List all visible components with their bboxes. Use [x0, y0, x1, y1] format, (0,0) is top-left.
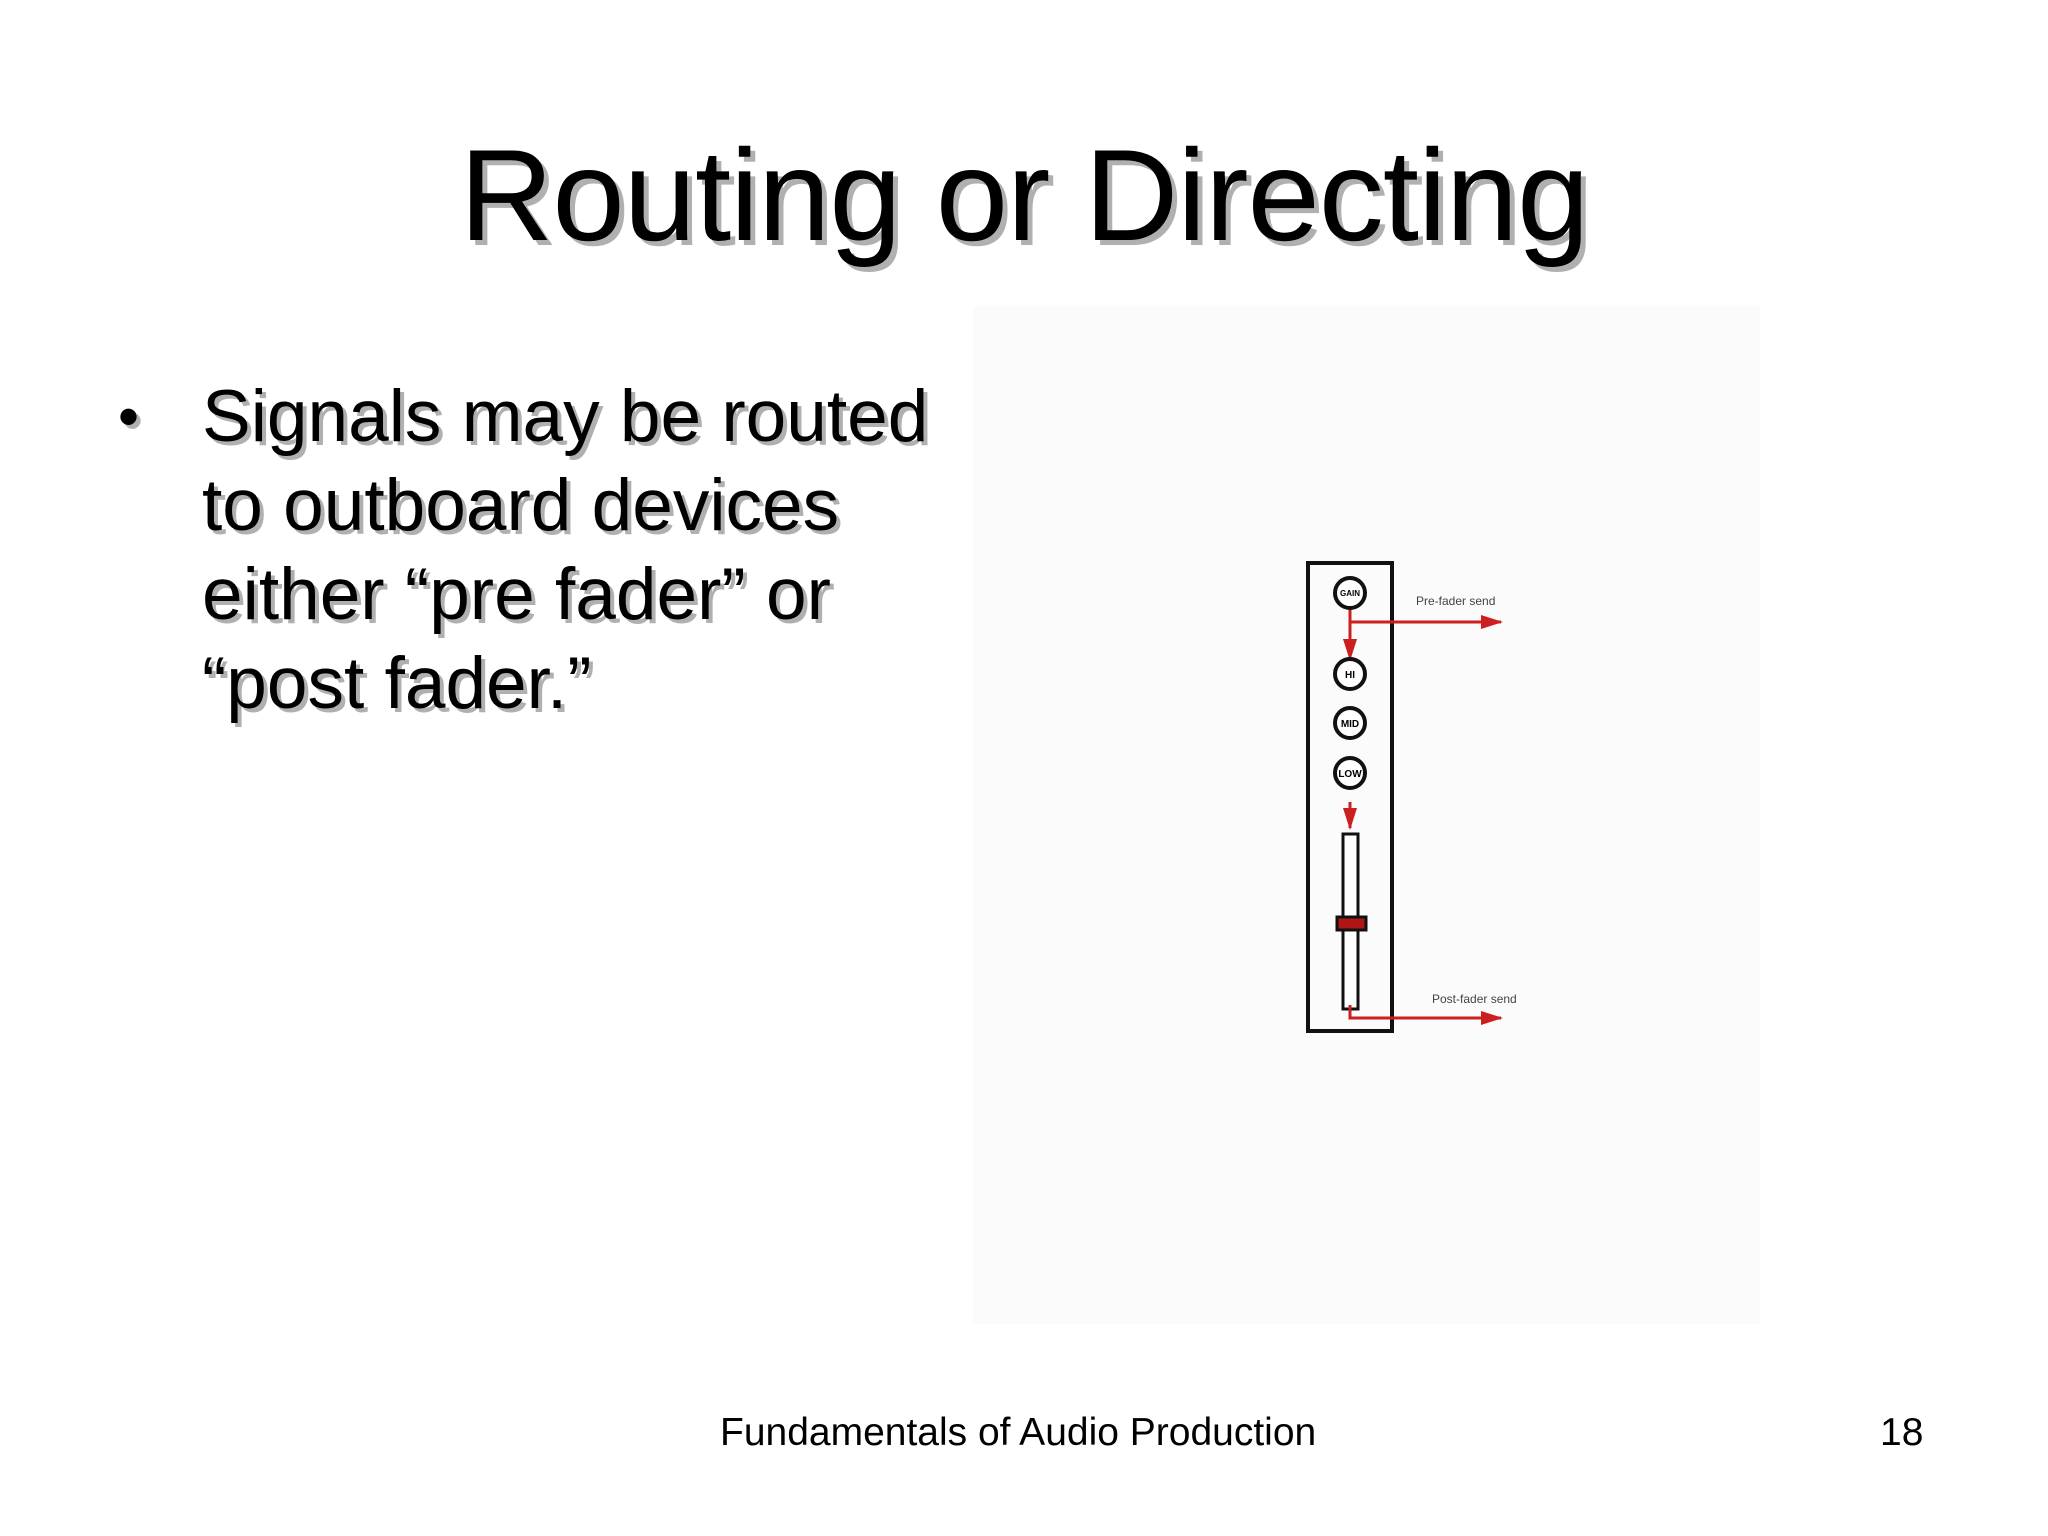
diagram-svg: GAIN HI MID LOW Pre-fader send Post-fade…: [1306, 561, 1517, 1033]
knob-mid-label: MID: [1341, 719, 1359, 730]
bullet-text: Signals may be routed to outboard device…: [202, 376, 929, 724]
knob-gain: GAIN: [1333, 576, 1367, 610]
bullet-item: • Signals may be routed to outboard devi…: [118, 372, 998, 728]
channel-routing-diagram: GAIN HI MID LOW Pre-fader send Post-fade…: [973, 306, 1760, 1324]
knob-hi: HI: [1333, 657, 1367, 691]
bullet-dot-icon: •: [118, 383, 140, 450]
fader-knob: [1335, 915, 1368, 932]
knob-low-label: LOW: [1338, 769, 1362, 780]
slide-title: Routing or Directing: [459, 122, 1590, 268]
channel-strip-outline: [1306, 561, 1394, 1033]
knob-gain-label: GAIN: [1340, 589, 1360, 598]
slide-footer: Fundamentals of Audio Production: [720, 1411, 1317, 1454]
knob-low: LOW: [1333, 756, 1367, 790]
knob-mid: MID: [1333, 706, 1367, 740]
post-fader-send-arrow: [1348, 1005, 1503, 1025]
knob-hi-label: HI: [1345, 670, 1355, 681]
post-fader-send-label: Post-fader send: [1432, 992, 1517, 1006]
page-number: 18: [1880, 1411, 1924, 1454]
bullet-list: • Signals may be routed to outboard devi…: [118, 372, 998, 728]
pre-fader-send-label: Pre-fader send: [1416, 594, 1495, 608]
